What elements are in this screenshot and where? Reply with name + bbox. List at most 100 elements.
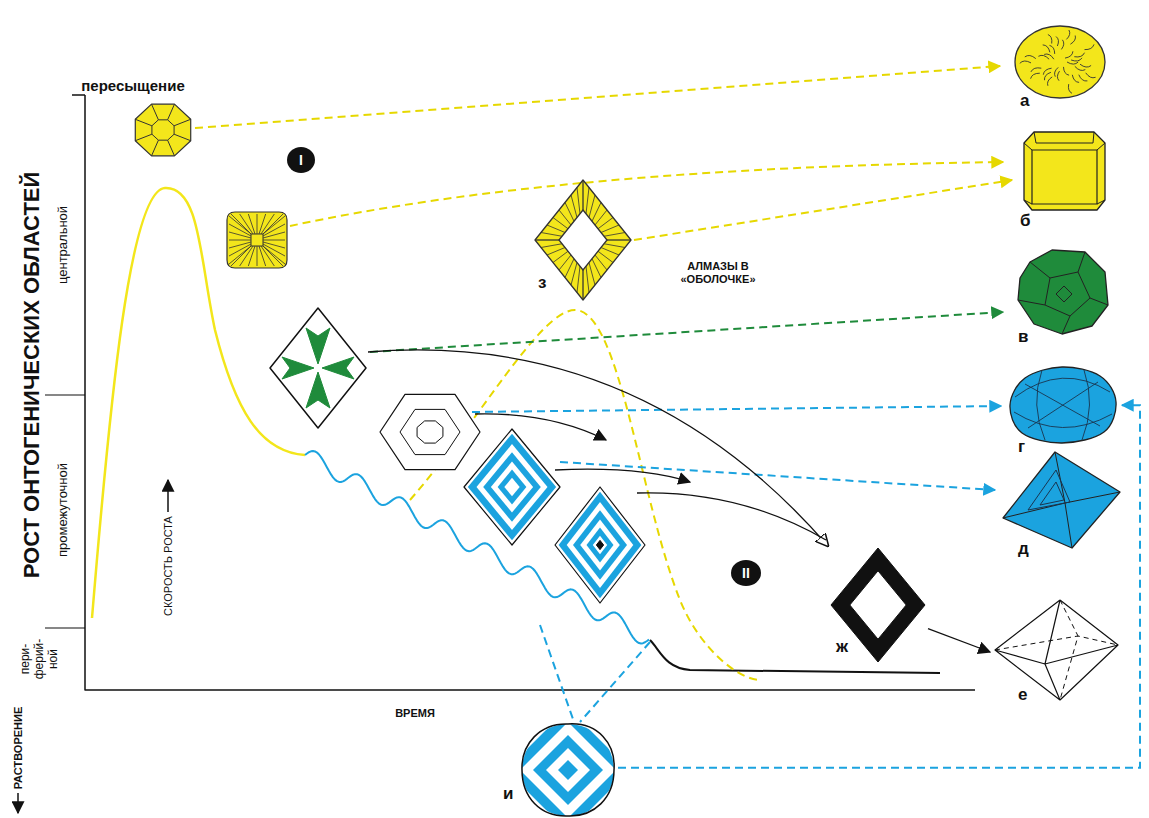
zone-label: центральной: [56, 206, 71, 284]
illustration-stroke: [1018, 300, 1045, 305]
illustration-stroke: [541, 244, 562, 248]
growth-arrow: [167, 480, 169, 512]
crystal-form: [1015, 26, 1105, 98]
illustration-stroke: [229, 244, 251, 256]
illustration-stroke: [559, 210, 571, 225]
illustration-stroke: [1075, 66, 1086, 70]
illustration-stroke: [559, 255, 571, 270]
illustration-stroke: [263, 246, 283, 266]
illustration-stroke: [1064, 67, 1070, 75]
illustration-stroke: [257, 214, 258, 234]
illustration-stroke: [559, 210, 607, 270]
illustration-stroke: [583, 180, 584, 210]
illustration-stroke: [1057, 71, 1059, 81]
axis-label: ВРЕМЯ: [395, 707, 435, 720]
stage-badge: I: [287, 147, 315, 173]
illustration-stroke: [583, 270, 584, 300]
illustration-stroke: [1085, 44, 1095, 49]
illustration-stroke: [598, 251, 613, 262]
illustration-stroke: [604, 244, 625, 248]
illustration-stroke: [1078, 252, 1085, 272]
illustration-stroke: [604, 233, 625, 237]
leader-arrow: [370, 312, 1003, 352]
crystal-figure: а: [1012, 22, 1108, 112]
illustration-stroke: [535, 240, 559, 241]
illustration-stroke: [259, 246, 266, 266]
crystal-figure: г: [1005, 362, 1122, 458]
figure-letter: д: [1018, 540, 1029, 557]
dissolution-line: [540, 625, 574, 722]
illustration-stroke: [135, 134, 152, 141]
illustration-stroke: [598, 218, 613, 229]
zone-label: промежуточной: [56, 463, 71, 557]
illustration-stroke: [565, 259, 574, 278]
illustration-stroke: [152, 120, 174, 140]
decay-curve: [650, 640, 940, 673]
illustration-stroke: [571, 263, 577, 286]
illustration-stroke: [533, 735, 603, 805]
illustration-stroke: [1038, 55, 1049, 59]
zoned-section: [567, 502, 634, 588]
illustration-stroke: [263, 242, 285, 248]
illustration-stroke: [1020, 61, 1031, 63]
illustration-stroke: [586, 266, 589, 292]
illustration-stroke: [541, 233, 562, 237]
figure-letter: е: [1018, 686, 1027, 703]
illustration-stroke: [565, 203, 574, 222]
figure-letter: и: [503, 785, 513, 802]
dissolution-line: [580, 642, 650, 722]
axis-title: РОСТ ОНТОГЕНИЧЕСКИХ ОБЛАСТЕЙ: [19, 172, 44, 579]
illustration-stroke: [1025, 55, 1036, 58]
illustration-stroke: [601, 248, 619, 256]
illustration-stroke: [263, 246, 285, 264]
crystal-section: [270, 308, 366, 428]
illustration-stroke: [263, 240, 285, 241]
growth-curve: [92, 188, 305, 618]
illustration-stroke: [589, 195, 595, 218]
illustration-stroke: [1080, 64, 1091, 67]
axis-label: РАСТВОРЕНИЕ: [12, 707, 25, 790]
illustration-stroke: [251, 234, 263, 246]
illustration-stroke: [571, 195, 577, 218]
crystal-figure: ж: [830, 546, 928, 664]
illustration-stroke: [259, 214, 266, 234]
illustration-stroke: [263, 214, 283, 234]
illustration-stroke: [1045, 272, 1090, 316]
illustration-stroke: [558, 760, 578, 780]
illustration-stroke: [135, 119, 152, 126]
illustration-stroke: [282, 357, 314, 379]
figure-letter: з: [538, 274, 546, 291]
illustration-stroke: [257, 246, 258, 266]
illustration-stroke: [577, 266, 580, 292]
illustration-stroke: [1066, 30, 1069, 39]
axis-tick: [45, 627, 85, 628]
coated-diamond: [535, 180, 631, 300]
zoned-section: [491, 461, 533, 512]
crystal-figure: е: [990, 596, 1122, 708]
axis-tick: [72, 94, 85, 96]
illustration-stroke: [229, 232, 251, 238]
illustration-stroke: [592, 259, 601, 278]
illustration-stroke: [322, 357, 354, 379]
illustration-stroke: [417, 421, 443, 443]
illustration-stroke: [586, 188, 589, 214]
illustration-stroke: [1040, 482, 1064, 505]
illustration-stroke: [1062, 316, 1070, 334]
illustration-stroke: [229, 224, 251, 236]
crystal-form: [1010, 367, 1116, 443]
illustration-stroke: [553, 218, 568, 229]
illustration-stroke: [1065, 51, 1073, 58]
illustration-stroke: [1072, 75, 1079, 83]
illustration-stroke: [592, 203, 601, 222]
illustration-stroke: [577, 188, 580, 214]
illustration-stroke: [583, 270, 584, 300]
coated-diamond-curve: [410, 310, 760, 680]
illustration-stroke: [229, 242, 251, 248]
illustration-stroke: [229, 246, 251, 264]
illustration-stroke: [1028, 470, 1070, 510]
crystal-section: [135, 104, 190, 156]
illustration-stroke: [263, 232, 285, 238]
illustration-stroke: [1086, 73, 1096, 78]
zoned-section: [555, 487, 645, 603]
